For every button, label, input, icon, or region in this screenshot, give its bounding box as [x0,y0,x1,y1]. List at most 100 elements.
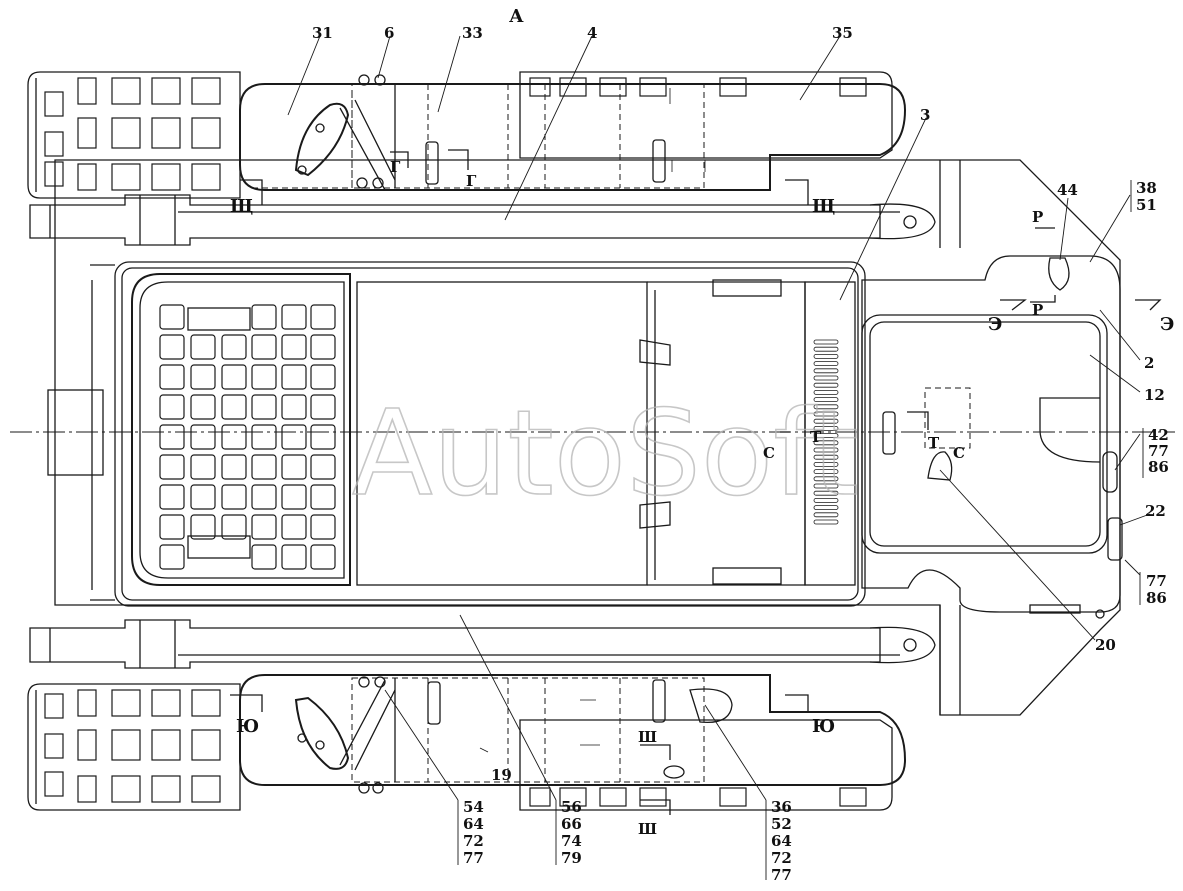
guard-cell [281,454,307,480]
guard-cell [310,544,336,570]
guard-cell [251,424,277,450]
vent-slot [813,505,839,511]
view-label: А [509,6,524,27]
guard-cell [190,514,216,540]
svg-text:66: 66 [561,815,582,833]
section-e-right: Э [1160,314,1174,335]
callout-4: 4 [587,24,597,42]
callout-stack-54-64-72-77: 54 64 72 77 [457,798,484,867]
top-fender [239,74,907,191]
upper-boom-arm [29,194,936,246]
section-s-left: С [763,444,775,462]
callout-19: 19 [491,766,512,784]
vent-slot [813,418,839,424]
guard-cell [159,334,185,360]
rear-panel [861,255,1123,619]
callout-stack-38-51: 38 51 [1130,179,1157,214]
bottom-left-tire [27,683,241,811]
callout-31: 31 [312,24,333,42]
callout-2: 2 [1144,354,1154,372]
section-cuts [230,149,1162,815]
guard-cell [251,334,277,360]
section-t-right: Т [928,434,940,452]
callout-12: 12 [1144,386,1165,404]
guard-cell [310,304,336,330]
section-yu-right: Ю [812,716,835,737]
guard-cell [221,514,247,540]
vent-slot [813,440,839,446]
vent-slot [813,447,839,453]
guard-cell [221,424,247,450]
vent-slot [813,519,839,525]
vent-slot [813,425,839,431]
guard-cell [281,304,307,330]
vent-slot [813,375,839,381]
guard-cell [310,424,336,450]
vent-slot [813,389,839,395]
guard-cell [159,424,185,450]
engine-hood [356,279,856,586]
callout-stack-56-66-74-79: 56 66 74 79 [555,798,582,867]
guard-cell [159,484,185,510]
svg-text:64: 64 [771,832,792,850]
guard-cell [310,454,336,480]
lower-boom-arm [29,619,936,669]
guard-cell [190,484,216,510]
section-g-top-right: Г [466,172,477,190]
guard-cell [221,364,247,390]
top-right-tire [519,71,893,159]
svg-text:64: 64 [463,815,484,833]
guard-cell [251,394,277,420]
guard-cell [251,484,277,510]
guard-cell [251,454,277,480]
guard-cell [281,424,307,450]
section-shch-left: Щ [230,196,253,217]
svg-text:42: 42 [1148,426,1169,444]
guard-cell [221,394,247,420]
guard-cell [221,484,247,510]
callout-35: 35 [832,24,853,42]
section-e-left: Э [988,314,1002,335]
vent-slot [813,461,839,467]
vent-slot [813,382,839,388]
vent-slot [813,476,839,482]
section-g-top-left: Г [390,158,401,176]
vent-slot [813,469,839,475]
cab-guard [131,273,351,586]
guard-cell [251,544,277,570]
guard-cell [251,304,277,330]
guard-cell [310,484,336,510]
guard-cell [281,394,307,420]
vent-slot [813,483,839,489]
callout-stack-77-86: 77 86 [1139,572,1167,607]
callout-33: 33 [462,24,483,42]
svg-text:72: 72 [771,849,792,867]
svg-text:51: 51 [1136,196,1157,214]
svg-text:79: 79 [561,849,582,867]
guard-cell [310,334,336,360]
guard-cell [310,364,336,390]
leader-lines [287,35,1151,801]
guard-cell [310,394,336,420]
callout-20: 20 [1095,636,1116,654]
section-t-left: Т [810,428,822,446]
vent-slot [813,361,839,367]
guard-cell [190,364,216,390]
svg-text:77: 77 [463,849,484,867]
vent-slot [813,397,839,403]
guard-cell [159,514,185,540]
vent-slot [813,411,839,417]
vent-slot [813,497,839,503]
section-sh-bottom: Ш [638,820,657,838]
guard-cell [159,454,185,480]
svg-text:72: 72 [463,832,484,850]
guard-cell [190,394,216,420]
guard-cell [281,334,307,360]
main-frame [47,159,1121,716]
vent-slot [813,368,839,374]
vent-slot [813,339,839,345]
callout-stack-36-52-64-72-77: 36 52 64 72 77 [765,798,792,884]
section-yu-left: Ю [236,716,259,737]
callout-44: 44 [1057,181,1078,199]
